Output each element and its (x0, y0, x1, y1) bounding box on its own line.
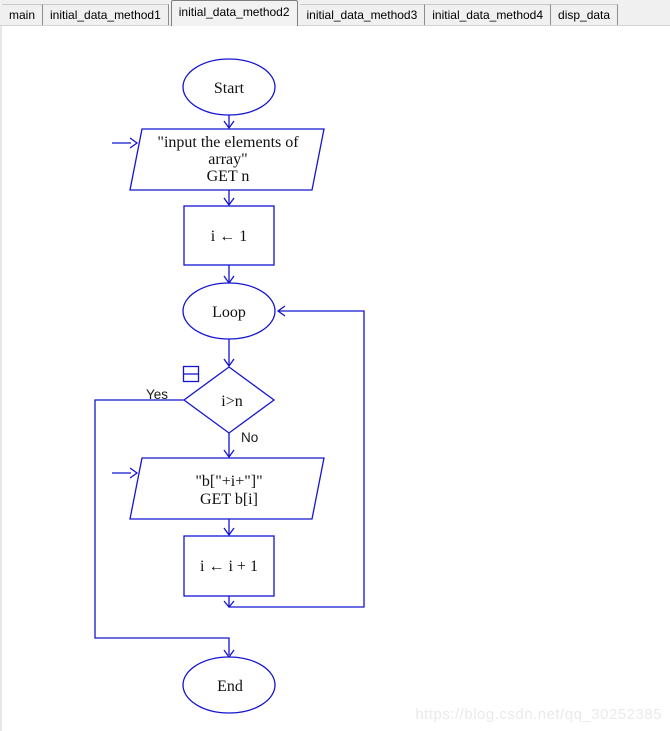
edge-loopback[interactable] (223, 305, 365, 609)
assign-i-label: i ← 1 (211, 228, 247, 245)
input-b-node[interactable]: "b["+i+"]" GET b[i] (129, 457, 325, 520)
arrowhead-down (223, 449, 235, 459)
arrowhead-down (223, 358, 235, 368)
arrowhead-down (223, 527, 235, 537)
edge-assign-to-loop[interactable] (223, 265, 235, 285)
input-n-line2: array" (208, 151, 247, 168)
edge-input-to-assign[interactable] (223, 190, 235, 207)
increment-node[interactable]: i ← i + 1 (183, 535, 275, 597)
arrowhead-down (223, 197, 235, 207)
tab-initial_data_method3[interactable]: initial_data_method3 (299, 4, 426, 25)
arrowhead-down (223, 120, 235, 130)
input-arrow-icon (112, 467, 139, 479)
assign-i-node[interactable]: i ← 1 (183, 205, 275, 266)
input-n-line3: GET n (207, 168, 250, 185)
tab-initial_data_method4[interactable]: initial_data_method4 (425, 4, 552, 25)
increment-label: i ← i + 1 (200, 558, 258, 575)
arrowhead-right (129, 137, 139, 149)
edge-loop-to-condition[interactable] (223, 339, 235, 368)
input-b-line1: "b["+i+"]" (195, 473, 262, 490)
tab-disp_data[interactable]: disp_data (551, 4, 619, 25)
start-node[interactable]: Start (182, 58, 276, 116)
tab-initial_data_method2[interactable]: initial_data_method2 (170, 0, 298, 26)
connector-line (94, 399, 230, 655)
input-b-line2: GET b[i] (200, 491, 258, 508)
input-parallelogram[interactable] (129, 128, 325, 191)
watermark: https://blog.csdn.net/qq_30252385 (415, 706, 662, 723)
tab-bar: main initial_data_method1 initial_data_m… (0, 0, 670, 26)
tab-initial_data_method1[interactable]: initial_data_method1 (43, 4, 169, 25)
assign-rectangle[interactable] (183, 205, 275, 266)
edge-start-to-input[interactable] (223, 115, 235, 130)
end-label: End (217, 678, 243, 695)
end-node[interactable]: End (182, 656, 276, 714)
edge-input-to-increment[interactable] (223, 519, 235, 537)
flowchart-svg: Start "input the elements of array" GET … (94, 58, 365, 714)
connector-line (229, 310, 365, 608)
start-label: Start (214, 80, 245, 97)
loop-label: Loop (212, 304, 246, 321)
condition-label: i>n (221, 393, 242, 410)
loop-node[interactable]: Loop (182, 282, 276, 340)
end-oval[interactable] (182, 656, 276, 714)
flowchart-canvas: Start "input the elements of array" GET … (0, 26, 670, 731)
input-parallelogram[interactable] (129, 457, 325, 520)
tab-main[interactable]: main (2, 4, 44, 25)
edge-yes-branch[interactable]: Yes (94, 387, 235, 659)
input-n-line1: "input the elements of (157, 134, 299, 151)
no-label: No (241, 430, 258, 445)
arrowhead-right (129, 467, 139, 479)
edge-no-branch[interactable]: No (223, 430, 258, 459)
yes-label: Yes (146, 387, 168, 402)
input-n-node[interactable]: "input the elements of array" GET n (129, 128, 325, 191)
input-arrow-icon (112, 137, 139, 149)
increment-rectangle[interactable] (183, 535, 275, 597)
arrowhead-left (276, 305, 286, 317)
collapse-toggle-icon[interactable] (182, 365, 200, 383)
